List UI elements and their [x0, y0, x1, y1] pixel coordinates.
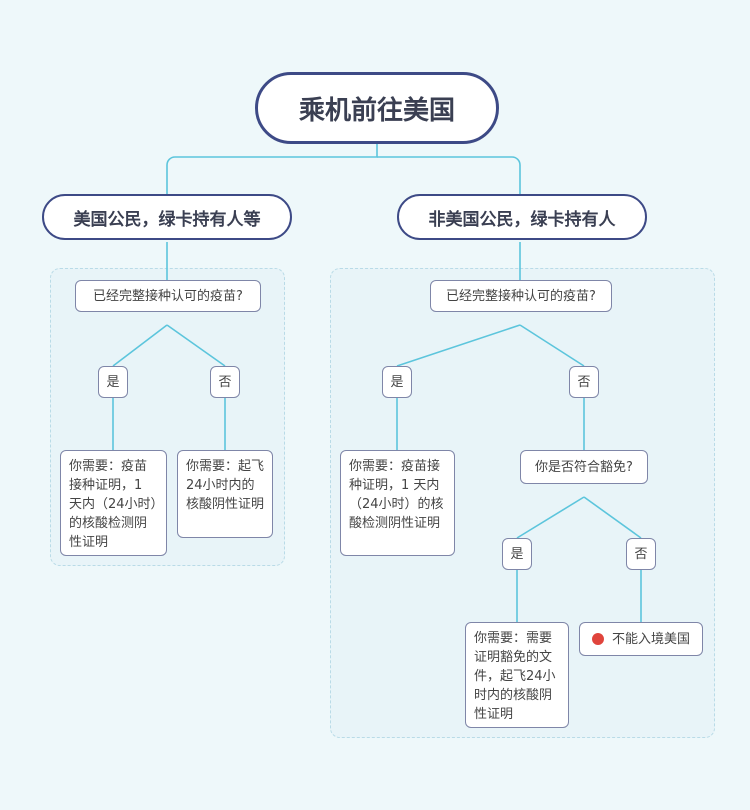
- connector-exempt-yes: [516, 496, 585, 539]
- right-yes-node: 是: [382, 366, 412, 398]
- left-branch-node: 美国公民，绿卡持有人等: [42, 194, 292, 240]
- left-branch-title: 美国公民，绿卡持有人等: [73, 209, 261, 230]
- connector-root-to-left: [166, 144, 378, 194]
- right-vaccine-question: 已经完整接种认可的疫苗?: [430, 280, 612, 312]
- connector-exempt-no: [583, 496, 642, 539]
- exempt-yes-node: 是: [502, 538, 532, 570]
- root-node: 乘机前往美国: [255, 72, 499, 144]
- exemption-question: 你是否符合豁免?: [520, 450, 648, 484]
- left-yes-node: 是: [98, 366, 128, 398]
- right-yes-result: 你需要：疫苗接种证明，1 天内（24小时）的核酸检测阴性证明: [340, 450, 455, 556]
- exempt-no-result: 不能入境美国: [579, 622, 703, 656]
- right-no-node: 否: [569, 366, 599, 398]
- connector-right-question-yes: [396, 324, 521, 367]
- exempt-yes-result: 你需要：需要证明豁免的文件，起飞24小时内的核酸阴性证明: [465, 622, 569, 728]
- connector-left-question-no: [166, 324, 226, 367]
- left-no-result: 你需要：起飞24小时内的核酸阴性证明: [177, 450, 273, 538]
- connector-left-question-yes: [112, 324, 168, 367]
- right-branch-title: 非美国公民，绿卡持有人: [428, 209, 616, 230]
- right-branch-node: 非美国公民，绿卡持有人: [397, 194, 647, 240]
- stop-dot-icon: [591, 633, 604, 645]
- exempt-no-node: 否: [626, 538, 656, 570]
- root-title: 乘机前往美国: [298, 95, 455, 126]
- left-no-node: 否: [210, 366, 240, 398]
- left-vaccine-question: 已经完整接种认可的疫苗?: [75, 280, 261, 312]
- connector-root-to-right: [377, 156, 521, 194]
- connector-right-question-no: [519, 324, 585, 367]
- left-yes-result: 你需要：疫苗接种证明，1 天内（24小时）的核酸检测阴性证明: [60, 450, 167, 556]
